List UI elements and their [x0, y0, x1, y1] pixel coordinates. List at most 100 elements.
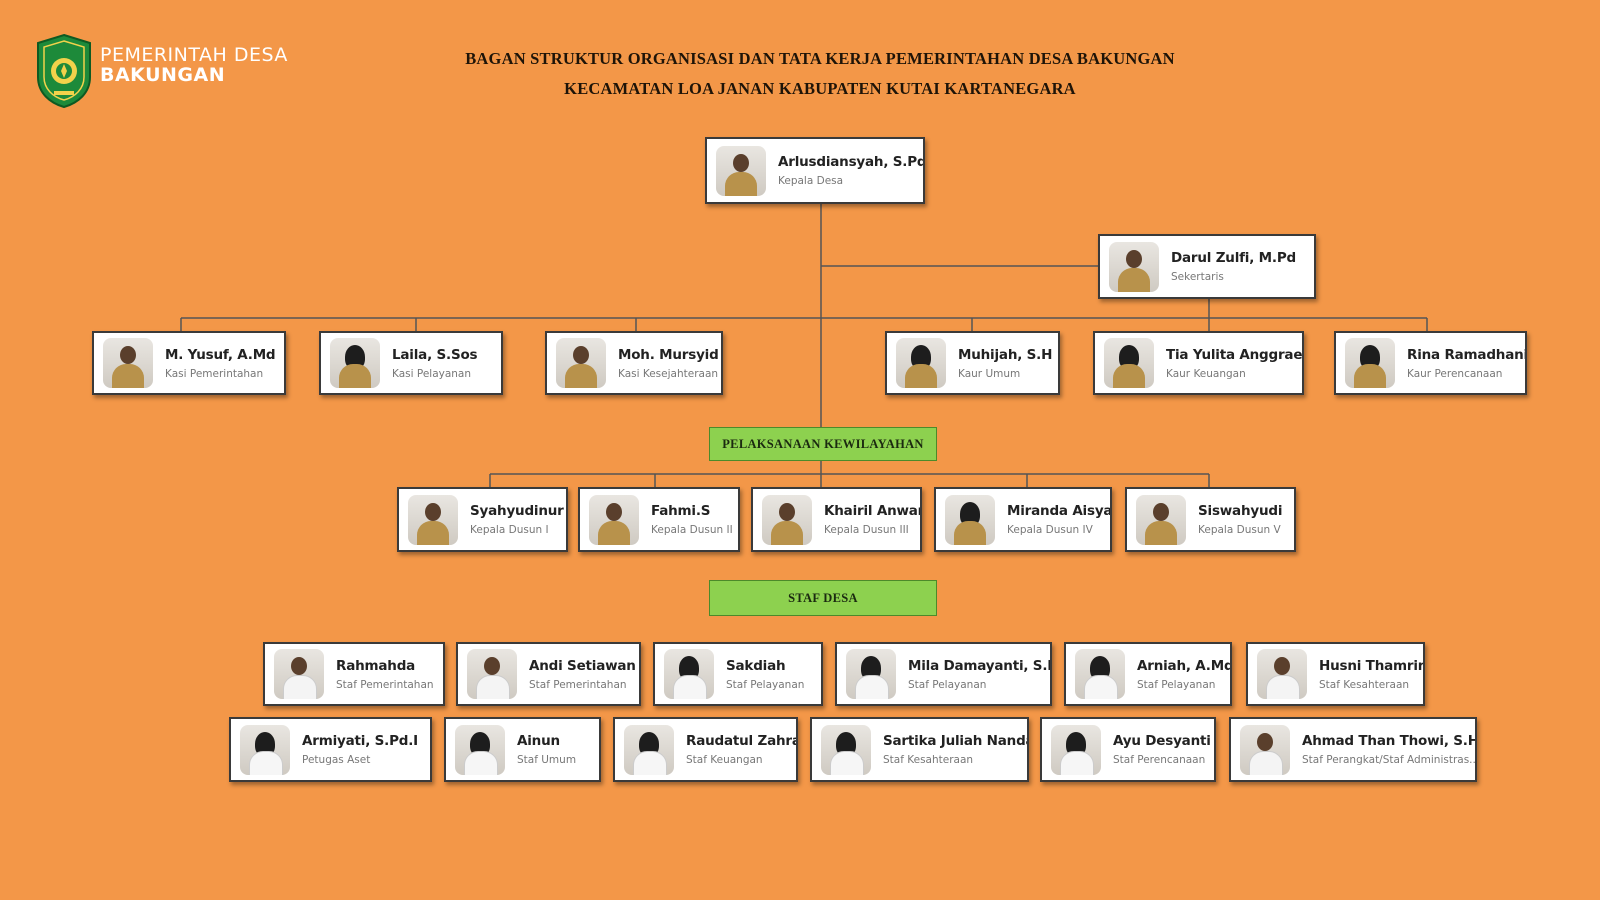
portrait-photo [1240, 724, 1290, 775]
person-name: Laila, S.Sos [392, 346, 478, 363]
person-name: Sakdiah [726, 657, 786, 674]
person-role: Sekertaris [1171, 271, 1224, 283]
person-role: Staf Umum [517, 754, 577, 766]
org-card-dusun-4[interactable]: Miranda AisyahKepala Dusun IV [934, 487, 1112, 552]
person-role: Staf Perencanaan [1113, 754, 1206, 766]
person-name: Miranda Aisyah [1007, 503, 1110, 519]
person-name: Mila Damayanti, S.Pd [908, 657, 1050, 674]
portrait-photo [664, 649, 714, 699]
village-emblem-icon [37, 33, 91, 109]
person-role: Staf Kesahteraan [1319, 678, 1410, 691]
portrait-photo [589, 494, 639, 545]
person-role: Kaur Keuangan [1166, 367, 1246, 380]
person-name: Rahmahda [336, 657, 416, 674]
person-name: Rina Ramadhani [1407, 346, 1525, 363]
title-line-2: KECAMATAN LOA JANAN KABUPATEN KUTAI KART… [564, 79, 1076, 98]
person-name: Khairil Anwar [824, 503, 920, 519]
portrait-photo [762, 494, 812, 545]
portrait-photo [240, 724, 290, 775]
person-role: Kepala Dusun II [651, 524, 733, 536]
portrait-photo [846, 649, 896, 699]
person-name: Darul Zulfi, M.Pd [1171, 250, 1296, 266]
person-role: Staf Keuangan [686, 754, 763, 766]
portrait-photo [1136, 494, 1186, 545]
portrait-photo [408, 494, 458, 545]
person-role: Kaur Umum [958, 367, 1021, 380]
portrait-photo [467, 649, 517, 699]
person-role: Kepala Dusun V [1198, 524, 1281, 536]
person-name: M. Yusuf, A.Md [165, 346, 276, 363]
portrait-photo [556, 338, 606, 388]
person-role: Petugas Aset [302, 754, 371, 766]
org-card-kaur-umum[interactable]: Muhijah, S.H Kaur Umum [885, 331, 1060, 395]
person-role: Kepala Dusun III [824, 524, 909, 536]
portrait-photo [1104, 338, 1154, 388]
person-name: Siswahyudi [1198, 503, 1283, 519]
person-role: Staf Kesahteraan [883, 754, 974, 766]
page-title: BAGAN STRUKTUR ORGANISASI DAN TATA KERJA… [420, 44, 1220, 104]
person-name: Syahyudinur [470, 503, 564, 519]
person-name: Ahmad Than Thowi, S.H [1302, 733, 1475, 749]
person-role: Staf Pelayanan [908, 678, 987, 691]
org-card-staf[interactable]: Mila Damayanti, S.PdStaf Pelayanan [835, 642, 1052, 706]
portrait-photo [274, 649, 324, 699]
person-role: Kepala Dusun I [470, 524, 549, 536]
brand-line-1: PEMERINTAH DESA [100, 44, 288, 66]
person-role: Staf Pemerintahan [336, 678, 434, 691]
portrait-photo [716, 145, 766, 196]
title-line-1: BAGAN STRUKTUR ORGANISASI DAN TATA KERJA… [465, 49, 1175, 68]
person-name: Arlusdiansyah, S.Pd [778, 154, 923, 170]
portrait-photo [1257, 649, 1307, 699]
person-role: Staf Perangkat/Staf Administras... [1302, 754, 1475, 766]
person-role: Kasi Kesejahteraan [618, 367, 719, 380]
person-name: Husni Thamrin [1319, 657, 1423, 674]
org-card-kaur-keuangan[interactable]: Tia Yulita AnggraeiniKaur Keuangan [1093, 331, 1304, 395]
person-role: Kepala Dusun IV [1007, 524, 1093, 536]
person-name: Tia Yulita Anggraeini [1166, 346, 1302, 363]
person-name: Andi Setiawan [529, 657, 636, 674]
portrait-photo [1075, 649, 1125, 699]
banner-pelaksanaan-kewilayahan: PELAKSANAAN KEWILAYAHAN [709, 427, 937, 461]
person-name: Sartika Juliah Nanda [883, 733, 1027, 749]
org-card-staf[interactable]: Ahmad Than Thowi, S.H Staf Perangkat/Staf… [1229, 717, 1477, 782]
portrait-photo [330, 338, 380, 388]
person-name: Ainun [517, 733, 560, 749]
banner-staf-desa: STAF DESA [709, 580, 937, 616]
person-name: Raudatul Zahra [686, 733, 796, 749]
brand-line-2: BAKUNGAN [100, 63, 226, 86]
portrait-photo [103, 338, 153, 388]
person-role: Kepala Desa [778, 175, 844, 187]
person-role: Kaur Perencanaan [1407, 367, 1503, 380]
portrait-photo [624, 724, 674, 775]
person-role: Kasi Pelayanan [392, 367, 472, 380]
person-name: Moh. Mursyid [618, 346, 719, 363]
person-role: Staf Pelayanan [1137, 678, 1216, 691]
person-role: Staf Pemerintahan [529, 678, 627, 691]
person-name: Muhijah, S.H [958, 346, 1053, 363]
person-role: Staf Pelayanan [726, 678, 805, 691]
person-role: Kasi Pemerintahan [165, 367, 264, 380]
person-name: Arniah, A.Md [1137, 657, 1230, 674]
portrait-photo [945, 494, 995, 545]
person-name: Ayu Desyanti [1113, 733, 1211, 749]
